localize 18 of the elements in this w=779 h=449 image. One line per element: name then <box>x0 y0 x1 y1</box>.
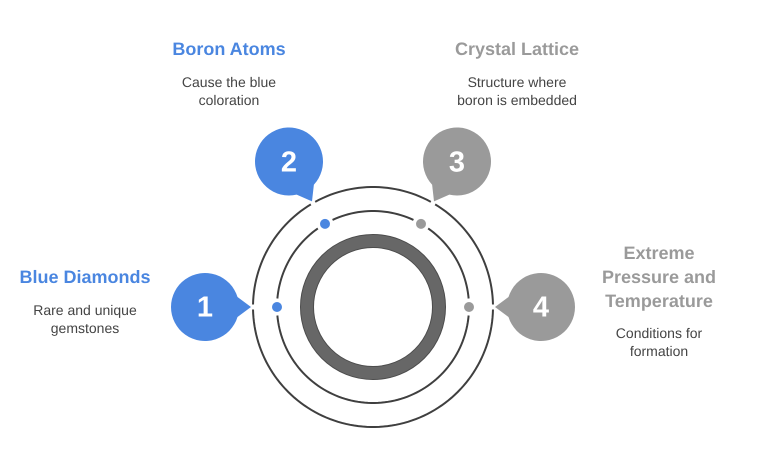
callout-number: 2 <box>280 148 298 177</box>
callout-number: 1 <box>196 294 214 322</box>
speech-bubble <box>171 273 251 341</box>
description: Conditions for formation <box>615 324 703 360</box>
middle-ring <box>276 210 470 404</box>
heading: Crystal Lattice <box>454 38 580 61</box>
description: Rare and unique gemstones <box>32 301 138 337</box>
heading: Extreme Pressure and Temperature <box>601 242 717 313</box>
speech-bubble <box>495 273 575 341</box>
description: Cause the blue coloration <box>181 73 277 109</box>
heading: Blue Diamonds <box>18 266 152 289</box>
heading: Boron Atoms <box>172 38 286 61</box>
description: Structure where boron is embedded <box>456 73 578 109</box>
speech-bubble <box>255 127 324 202</box>
callout-number: 3 <box>448 148 466 177</box>
inner-ring <box>300 234 446 380</box>
speech-bubble <box>423 127 491 202</box>
callout-number: 4 <box>532 294 550 322</box>
